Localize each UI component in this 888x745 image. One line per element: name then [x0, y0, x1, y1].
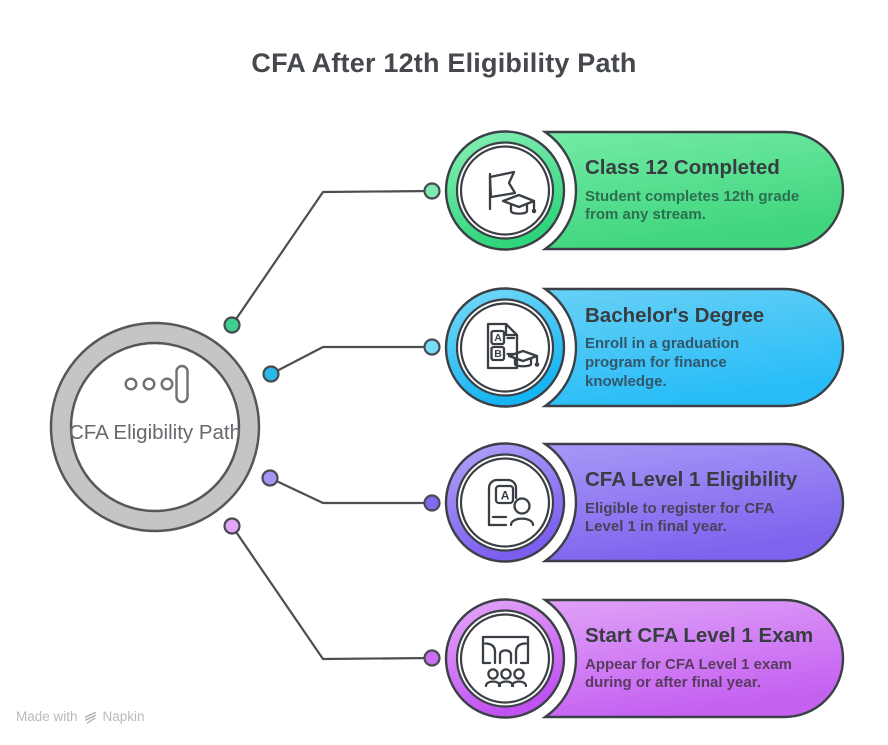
card-cfa-level1-eligibility: A CFA Level 1 Eligibility Eligible to re… [443, 440, 847, 565]
card-3-art: A [444, 442, 845, 563]
made-with-label: Made with [16, 709, 78, 724]
card-title: Start CFA Level 1 Exam [585, 624, 814, 648]
pill-shape [541, 598, 845, 719]
svg-text:A: A [494, 332, 502, 344]
napkin-logo-icon [84, 711, 96, 724]
connector-line-4 [231, 525, 433, 661]
card-dot-1 [423, 182, 441, 200]
svg-text:A: A [501, 489, 510, 503]
card-title: Class 12 Completed [585, 156, 780, 180]
card-4-art [444, 598, 845, 719]
id-card-person-icon: A [487, 478, 535, 527]
badge-inner [459, 613, 551, 704]
card-description: Eligible to register for CFA Level 1 in … [585, 499, 774, 536]
card-class-12: Class 12 Completed Student completes 12t… [443, 128, 847, 253]
hub-dot-3 [261, 469, 279, 487]
card-dot-4 [423, 649, 441, 667]
center-circle-inner [69, 341, 241, 513]
center-label: CFA Eligibility Path [68, 421, 242, 444]
ellipsis-slider-icon [124, 364, 189, 404]
card-dot-3 [423, 494, 441, 512]
card-bachelors-degree: A B Bachelor's Degree Enroll in a gradua… [443, 285, 847, 410]
card-description: Enroll in a graduation program for finan… [585, 335, 740, 390]
badge-inner [459, 145, 551, 236]
hub-dot-2 [262, 365, 280, 383]
pill-shape [541, 287, 845, 408]
badge-inner [459, 302, 551, 393]
card-title: CFA Level 1 Eligibility [585, 468, 798, 492]
napkin-brand-label: Napkin [102, 709, 145, 724]
card-description: Appear for CFA Level 1 exam during or af… [585, 655, 793, 692]
connector-line-2 [270, 345, 432, 375]
card-4-text: Start CFA Level 1 Exam Appear for CFA Le… [585, 596, 835, 721]
card-start-cfa-exam: Start CFA Level 1 Exam Appear for CFA Le… [443, 596, 847, 721]
exam-hall-icon [481, 635, 530, 688]
connector-line-1 [231, 189, 433, 326]
card-2-art: A B [444, 287, 845, 408]
card-1-art [444, 130, 845, 251]
flag-graduation-icon [488, 170, 537, 215]
card-2-text: Bachelor's Degree Enroll in a graduation… [585, 285, 835, 410]
svg-text:B: B [494, 348, 502, 360]
card-title: Bachelor's Degree [585, 303, 765, 327]
hub-dot-1 [223, 316, 241, 334]
connector-line-3 [269, 477, 432, 505]
page-title: CFA After 12th Eligibility Path [251, 48, 637, 78]
degree-document-icon: A B [486, 322, 540, 370]
pill-shape [541, 442, 845, 563]
card-1-text: Class 12 Completed Student completes 12t… [585, 128, 835, 253]
card-3-text: CFA Level 1 Eligibility Eligible to regi… [585, 440, 835, 565]
card-dot-2 [423, 338, 441, 356]
made-with-napkin: Made with Napkin [16, 709, 145, 724]
hub-dot-4 [223, 517, 241, 535]
card-description: Student completes 12th grade from any st… [585, 187, 800, 224]
pill-shape [541, 130, 845, 251]
